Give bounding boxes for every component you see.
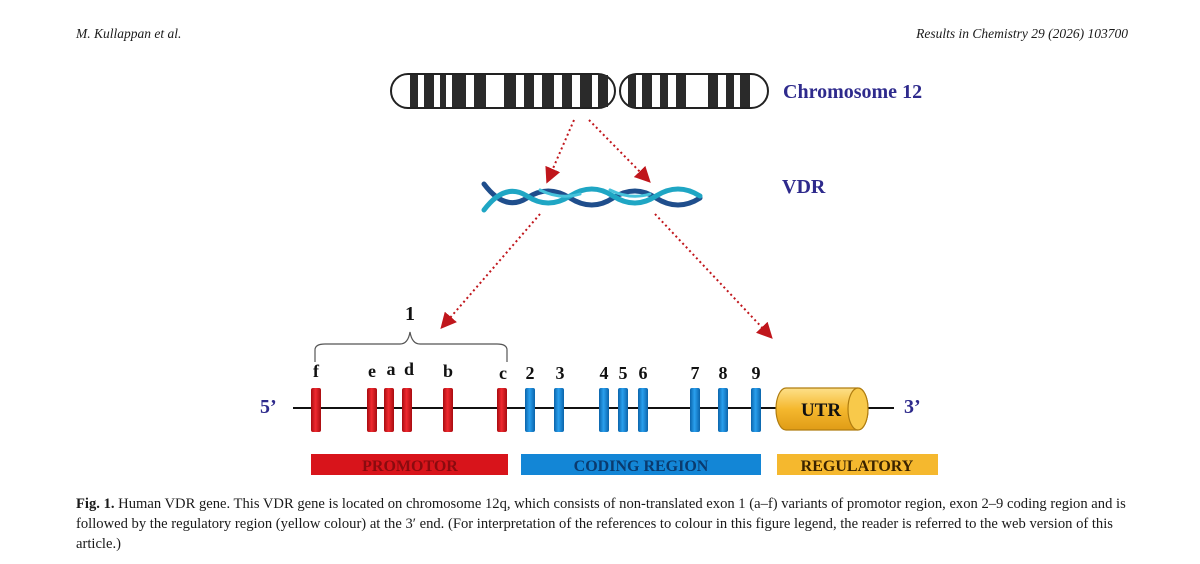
five-prime-label: 5’ [260, 396, 277, 418]
running-header-authors: M. Kullappan et al. [76, 26, 182, 41]
arrow-dna-to-promoter [440, 213, 541, 330]
chromosome-label: Chromosome 12 [783, 81, 922, 103]
figure-caption-text: Human VDR gene. This VDR gene is located… [76, 496, 1126, 552]
regulatory-region-label: REGULATORY [801, 458, 914, 475]
exon-8 [718, 388, 728, 432]
exon-2 [525, 388, 535, 432]
exon-6-label: 6 [639, 363, 648, 383]
exon-5-label: 5 [619, 363, 628, 383]
exon-f-label: f [313, 361, 320, 381]
dna-label: VDR [782, 176, 826, 198]
coding-exons [525, 388, 761, 432]
exon-8-label: 8 [719, 363, 728, 383]
coding-region-label: CODING REGION [574, 458, 709, 475]
exon-7 [690, 388, 700, 432]
exon-4 [599, 388, 609, 432]
promoter-region-bar: PROMOTOR [311, 454, 508, 475]
exon-2-label: 2 [526, 363, 535, 383]
exon-3-label: 3 [556, 363, 565, 383]
chromosome-icon [390, 73, 769, 109]
figure-caption-label: Fig. 1. [76, 496, 115, 512]
exon1-label: 1 [405, 303, 415, 325]
exon-6 [638, 388, 648, 432]
exon-b-label: b [443, 361, 453, 381]
exon-a-label: a [387, 359, 396, 379]
exon1-bracket [314, 331, 508, 362]
promoter-exons [311, 388, 507, 432]
exon-5 [618, 388, 628, 432]
exon-c [497, 388, 507, 432]
arrow-chromosome-to-dna-left [545, 119, 575, 184]
exon-c-label: c [499, 363, 507, 383]
vdr-gene-figure: Chromosome 12 VDR 1 5’ 3’ f e a d b c [260, 73, 938, 475]
utr-cylinder-icon [775, 387, 869, 431]
dna-helix-icon [481, 181, 703, 213]
utr-label: UTR [801, 400, 841, 421]
exon-4-label: 4 [600, 363, 609, 383]
running-header-journal: Results in Chemistry 29 (2026) 103700 [916, 26, 1128, 41]
exon-7-label: 7 [691, 363, 700, 383]
arrow-chromosome-to-dna-right [588, 119, 651, 183]
exon-9 [751, 388, 761, 432]
exon-9-label: 9 [752, 363, 761, 383]
coding-region-bar: CODING REGION [521, 454, 761, 475]
exon-e-label: e [368, 361, 376, 381]
three-prime-label: 3’ [904, 396, 921, 418]
exon-a [384, 388, 394, 432]
exon-e [367, 388, 377, 432]
exon-d-label: d [404, 359, 414, 379]
regulatory-region-bar: REGULATORY [777, 454, 938, 475]
figure-caption: Fig. 1. Human VDR gene. This VDR gene is… [76, 494, 1126, 554]
promoter-region-label: PROMOTOR [362, 458, 458, 475]
exon-f [311, 388, 321, 432]
arrow-dna-to-regulatory [654, 213, 773, 339]
exon-d [402, 388, 412, 432]
exon-b [443, 388, 453, 432]
exon-3 [554, 388, 564, 432]
